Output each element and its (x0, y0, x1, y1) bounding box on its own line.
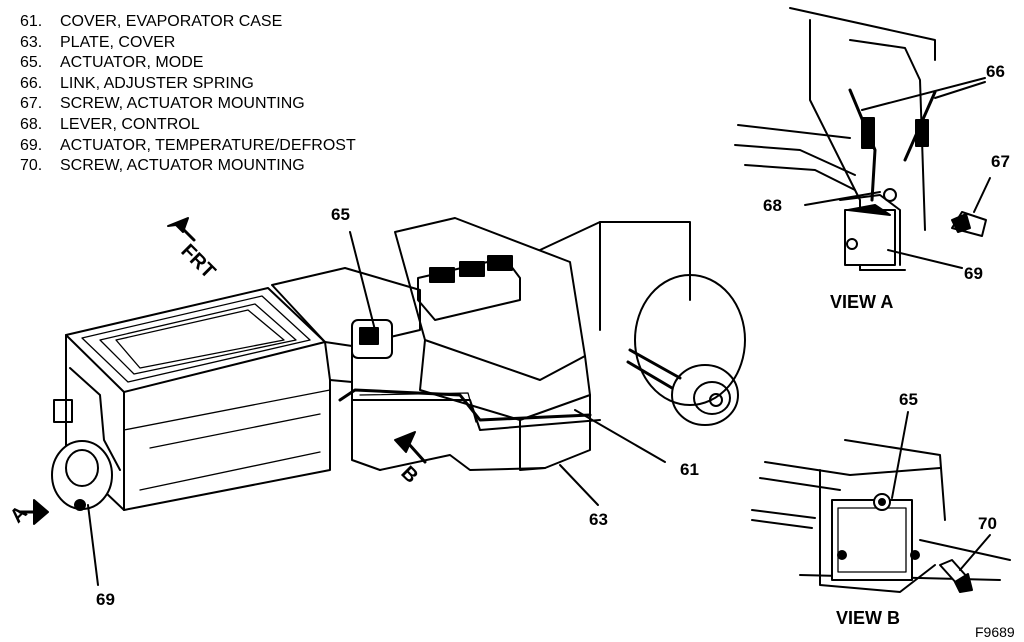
mode-housing (271, 267, 421, 347)
legend-text: COVER, EVAPORATOR CASE (60, 13, 283, 30)
legend-text: PLATE, COVER (60, 33, 176, 51)
legend-text: LINK, ADJUSTER SPRING (60, 74, 254, 92)
callout-65-view-b: 65 (899, 390, 918, 409)
legend-number: 68. (20, 115, 43, 133)
callout-69-view-a: 69 (964, 264, 983, 283)
legend-item: 61. COVER, EVAPORATOR CASE (20, 12, 356, 33)
legend-number: 61. (20, 13, 43, 30)
legend-item: 68. LEVER, CONTROL (20, 115, 356, 136)
legend-text: ACTUATOR, TEMPERATURE/DEFROST (60, 136, 356, 154)
evaporator-case-top (65, 287, 326, 393)
callout-70: 70 (978, 514, 997, 533)
legend-number: 65. (20, 54, 43, 72)
callout-69-main: 69 (96, 590, 115, 609)
callout-65-main: 65 (331, 205, 350, 224)
legend-text: LEVER, CONTROL (60, 115, 200, 133)
legend-text: ACTUATOR, MODE (60, 54, 204, 72)
blower-scroll (634, 274, 746, 406)
callout-67: 67 (991, 152, 1010, 171)
evaporator-case-assembly (51, 217, 746, 511)
callout-66: 66 (986, 62, 1005, 81)
legend-item: 69. ACTUATOR, TEMPERATURE/DEFROST (20, 136, 356, 157)
parts-legend: 61. COVER, EVAPORATOR CASE 63. PLATE, COVE… (20, 12, 356, 177)
callout-68: 68 (763, 196, 782, 215)
legend-text: SCREW, ACTUATOR MOUNTING (60, 95, 305, 113)
legend-number: 66. (20, 74, 43, 92)
view-a-detail (734, 7, 987, 271)
view-b-arrow-icon (394, 431, 416, 453)
legend-number: 69. (20, 136, 43, 154)
callout-61: 61 (680, 460, 699, 479)
view-a-title: VIEW A (830, 292, 894, 312)
front-arrow-shaft (176, 222, 196, 242)
legend-item: 70. SCREW, ACTUATOR MOUNTING (20, 156, 356, 177)
view-b-title: VIEW B (836, 608, 901, 628)
legend-number: 67. (20, 95, 43, 113)
legend-item: 63. PLATE, COVER (20, 33, 356, 54)
blower-motor (671, 364, 739, 426)
callout-63: 63 (589, 510, 608, 529)
legend-item: 66. LINK, ADJUSTER SPRING (20, 74, 356, 95)
mode-actuator (351, 319, 393, 359)
legend-number: 63. (20, 33, 43, 51)
legend-item: 65. ACTUATOR, MODE (20, 53, 356, 74)
figure-code: F9689 (975, 624, 1015, 640)
legend-text: SCREW, ACTUATOR MOUNTING (60, 157, 305, 175)
legend-number: 70. (20, 157, 43, 175)
legend-item: 67. SCREW, ACTUATOR MOUNTING (20, 94, 356, 115)
temperature-defrost-actuator (51, 367, 121, 511)
view-a-arrow-icon (33, 499, 49, 525)
view-b-detail (751, 439, 1011, 593)
